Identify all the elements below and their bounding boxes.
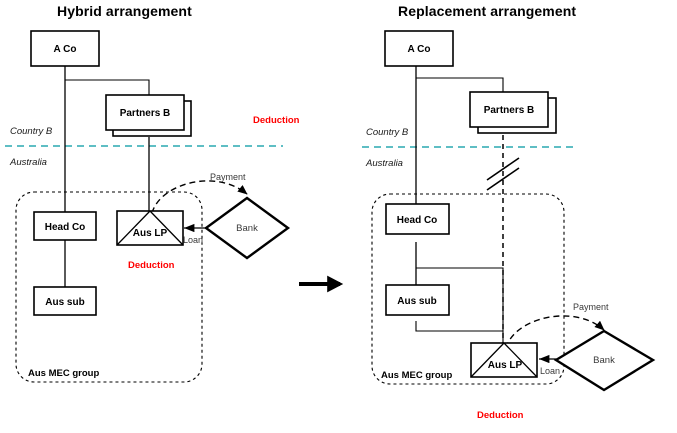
left-edge-payment-arc: [151, 180, 248, 214]
right-node-aus-lp-label: Aus LP: [488, 360, 523, 371]
left-loan-label: Loan: [183, 235, 203, 245]
right-loan-label: Loan: [540, 366, 560, 376]
right-country-b-label: Country B: [366, 127, 409, 138]
left-node-aus-sub-label: Aus sub: [45, 297, 84, 308]
right-node-partners-b[interactable]: Partners B: [469, 91, 557, 134]
right-edge-aussub-auslp: [415, 321, 503, 332]
left-node-head-co-label: Head Co: [45, 222, 86, 233]
left-australia-label: Australia: [9, 157, 47, 168]
left-edge-aco-partnersb: [65, 79, 150, 95]
right-node-aus-sub-label: Aus sub: [397, 296, 436, 307]
left-node-a-co-label: A Co: [54, 44, 77, 55]
left-panel-title: Hybrid arrangement: [57, 3, 192, 19]
left-node-partners-b-label: Partners B: [120, 108, 171, 119]
left-node-a-co[interactable]: A Co: [30, 30, 100, 67]
left-aus-mec-group-label: Aus MEC group: [28, 368, 99, 379]
right-edge-aco-partnersb: [416, 77, 504, 92]
right-deduction-label: Deduction: [477, 410, 524, 421]
right-node-partners-b-label: Partners B: [484, 105, 535, 116]
left-node-head-co[interactable]: Head Co: [33, 211, 97, 241]
right-node-head-co[interactable]: Head Co: [385, 203, 450, 235]
right-node-bank-label: Bank: [593, 355, 615, 366]
right-node-aus-lp[interactable]: Aus LP: [470, 342, 538, 378]
right-node-head-co-label: Head Co: [397, 215, 438, 226]
right-aus-mec-group-label: Aus MEC group: [381, 370, 452, 381]
right-node-bank[interactable]: Bank: [553, 329, 656, 392]
double-slash-break-icon: [486, 157, 520, 191]
left-panel: Aus MEC group Country B Australia Paymen…: [5, 30, 300, 383]
left-payment-label: Payment: [210, 172, 246, 182]
right-node-a-co-label: A Co: [408, 44, 431, 55]
left-node-aus-lp-label: Aus LP: [133, 228, 168, 239]
right-aus-mec-group-outline: [371, 193, 565, 385]
right-payment-label: Payment: [573, 302, 609, 312]
right-panel-title: Replacement arrangement: [398, 3, 577, 19]
left-node-bank-label: Bank: [236, 223, 258, 234]
right-edge-payment-arc: [505, 315, 605, 349]
left-deduction-upper-label: Deduction: [253, 115, 300, 126]
left-deduction-lower-label: Deduction: [128, 260, 175, 271]
left-node-bank[interactable]: Bank: [203, 196, 291, 260]
left-node-partners-b[interactable]: Partners B: [105, 94, 192, 137]
right-node-aus-sub[interactable]: Aus sub: [385, 284, 450, 316]
left-node-aus-sub[interactable]: Aus sub: [33, 286, 97, 316]
right-panel: Aus MEC group Country B Australia: [362, 30, 656, 421]
left-country-b-label: Country B: [10, 126, 53, 137]
right-node-a-co[interactable]: A Co: [384, 30, 454, 67]
right-edge-headco-auslp: [416, 267, 504, 347]
left-aus-mec-group-outline: [15, 191, 203, 383]
right-australia-label: Australia: [365, 158, 403, 169]
left-node-aus-lp[interactable]: Aus LP: [116, 210, 184, 246]
